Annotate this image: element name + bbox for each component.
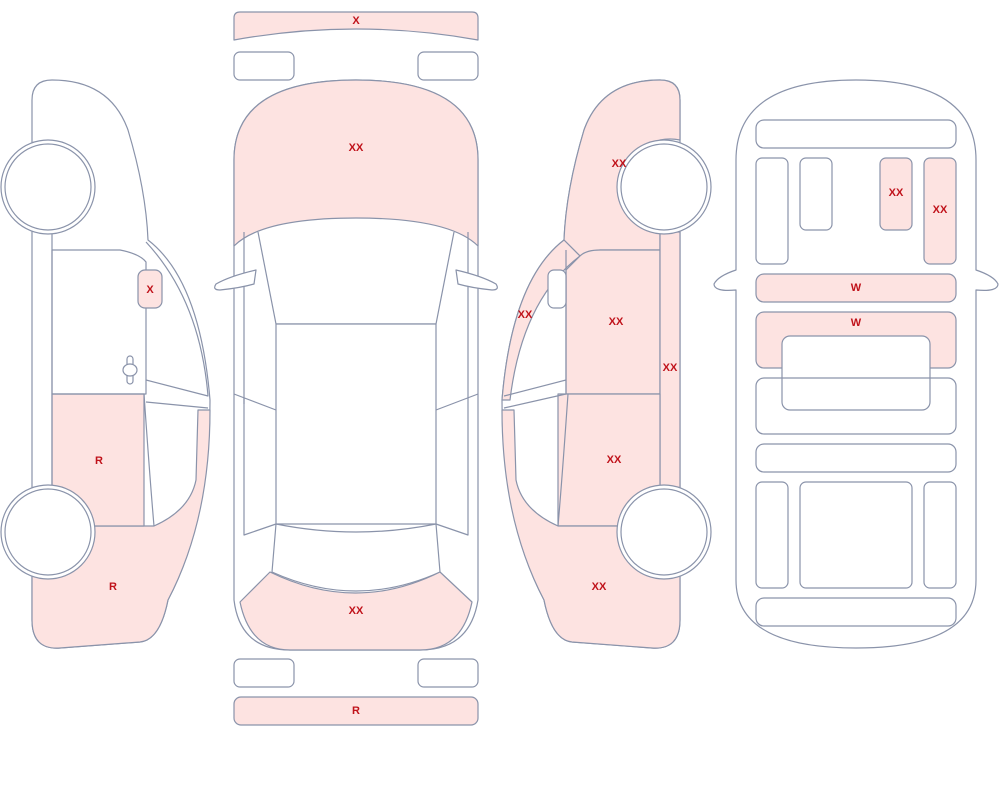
interior-rear-seat-right	[923, 481, 957, 589]
headlight-left	[233, 51, 295, 81]
left-rear-quarter-panel[interactable]	[31, 409, 211, 649]
label-interior-console: W	[851, 317, 862, 329]
left-rear-wheel	[4, 488, 92, 576]
label-right-front-door: XX	[609, 316, 624, 328]
interior-seat-left-front	[755, 157, 789, 265]
roof-panel	[275, 323, 437, 525]
interior-mid-panel	[755, 377, 957, 435]
interior-rear-seat-left	[755, 481, 789, 589]
left-front-door-outline	[51, 249, 147, 395]
label-rear-bar: R	[352, 705, 360, 717]
interior-seat-a-panel[interactable]	[879, 157, 913, 231]
taillight-left	[233, 658, 295, 688]
rear-bar-panel[interactable]	[233, 696, 479, 726]
label-left-mirror: X	[146, 284, 154, 296]
left-b-pillar	[233, 393, 277, 411]
interior-rear-bench	[799, 481, 913, 589]
label-interior-dash: W	[851, 282, 862, 294]
right-door-line	[435, 232, 469, 536]
hood-panel[interactable]	[233, 79, 479, 247]
right-b-pillar	[435, 393, 479, 411]
label-left-rear-door: R	[95, 455, 103, 467]
label-interior-seat-b: XX	[933, 204, 948, 216]
interior-view	[713, 79, 999, 649]
right-rear-quarter-panel[interactable]	[501, 409, 681, 649]
label-left-rear-quarter: R	[109, 581, 117, 593]
front-bumper-panel[interactable]	[233, 11, 479, 41]
interior-dash-panel[interactable]	[755, 273, 957, 303]
label-right-a-pillar: XX	[518, 309, 533, 321]
mirror-right-top	[455, 269, 498, 291]
label-right-rear-door: XX	[607, 454, 622, 466]
left-side-view	[0, 79, 211, 649]
taillight-right	[417, 658, 479, 688]
mirror-left-top	[214, 269, 257, 291]
rear-bumper-panel[interactable]	[239, 571, 473, 651]
interior-seat-b-panel[interactable]	[923, 157, 957, 265]
interior-seat-center-front	[799, 157, 833, 231]
label-front-bumper: X	[352, 15, 360, 27]
label-right-rear-quarter: XX	[592, 581, 607, 593]
right-front-wheel	[620, 143, 708, 231]
left-mirror-panel[interactable]	[137, 269, 163, 309]
interior-trunk-panel	[755, 597, 957, 627]
left-window-frame	[143, 241, 209, 527]
damage-labels: X XX XX R X R R XX XX XX XX XX XX XX XX …	[95, 15, 948, 717]
label-right-front-fender: XX	[612, 158, 627, 170]
right-mirror	[547, 269, 567, 309]
interior-screen	[781, 335, 931, 411]
label-rear-bumper: XX	[349, 605, 364, 617]
top-view	[214, 11, 498, 726]
label-hood: XX	[349, 142, 364, 154]
label-interior-seat-a: XX	[889, 187, 904, 199]
interior-row-bar	[755, 443, 957, 473]
left-handle-knob	[122, 363, 138, 377]
left-door-line	[243, 232, 277, 536]
left-front-wheel	[4, 143, 92, 231]
right-side-view	[501, 79, 712, 649]
headlight-right	[417, 51, 479, 81]
right-rear-wheel	[620, 488, 708, 576]
interior-front-panel	[755, 119, 957, 149]
label-right-rocker: XX	[663, 362, 678, 374]
